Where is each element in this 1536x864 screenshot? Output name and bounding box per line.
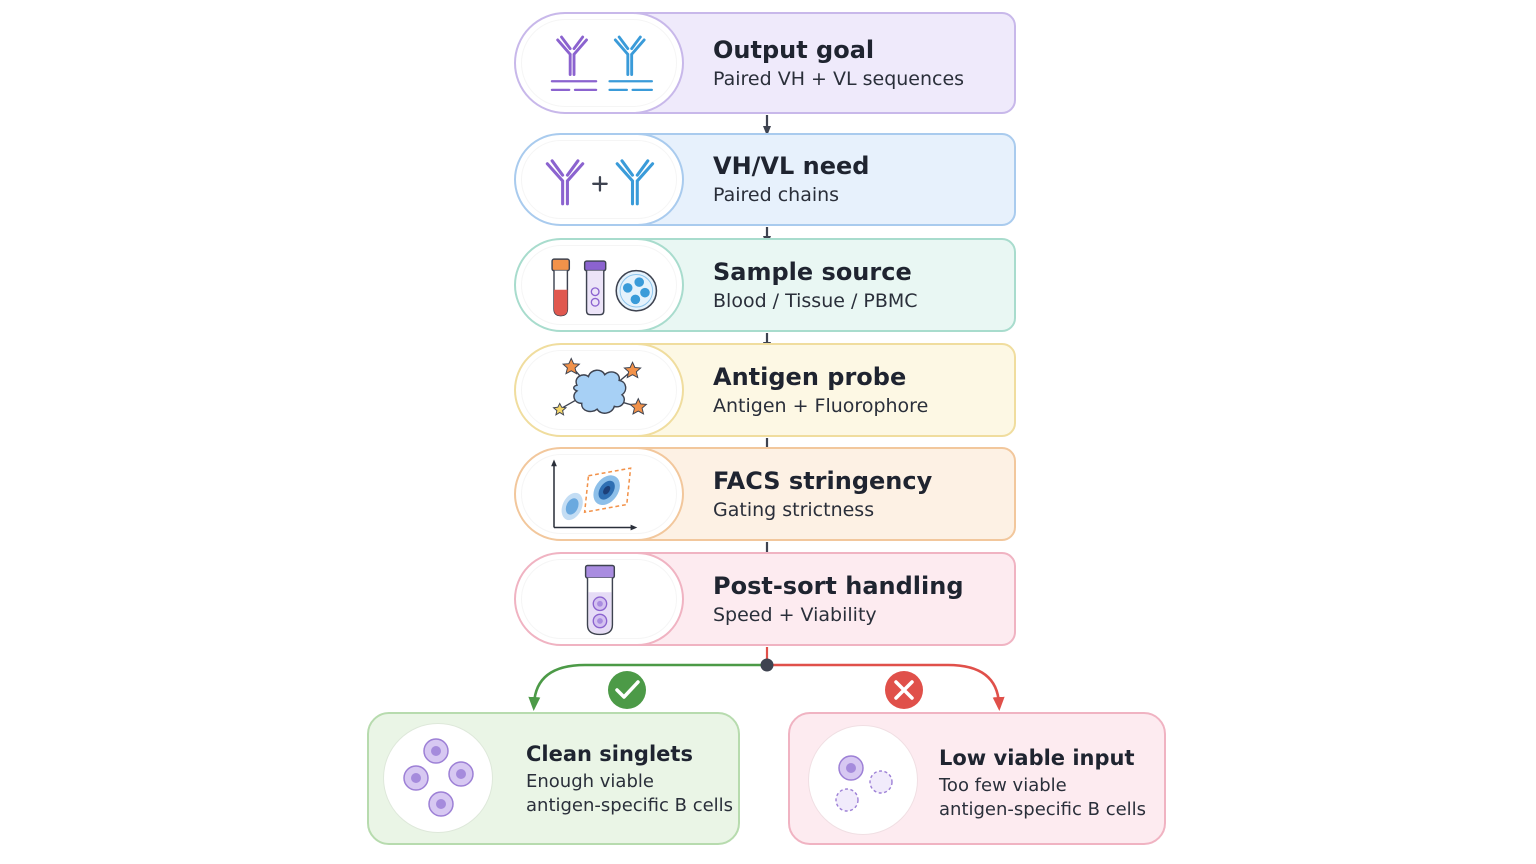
step-subtitle: Speed + Viability bbox=[713, 603, 877, 626]
step-subtitle: Blood / Tissue / PBMC bbox=[713, 289, 918, 312]
step-band bbox=[624, 552, 1016, 646]
outcome-title: Low viable input bbox=[939, 746, 1135, 770]
step-title: Post-sort handling bbox=[713, 571, 964, 600]
step-icon-pill bbox=[514, 238, 684, 332]
step-title: Output goal bbox=[713, 35, 875, 64]
antibody-pair-sequence-icon bbox=[550, 35, 653, 92]
outcome-low-viable-input: Low viable input Too few viable antigen-… bbox=[788, 712, 1166, 845]
outcome-line-1: Enough viable bbox=[526, 771, 654, 792]
facs-gate-plot-icon bbox=[551, 459, 638, 531]
outcome-icon-disc bbox=[809, 726, 917, 834]
step-band bbox=[624, 238, 1016, 332]
step-icon-pill bbox=[514, 343, 684, 437]
branch-arrow-bad bbox=[768, 663, 1005, 711]
outcome-line-1: Too few viable bbox=[939, 775, 1067, 796]
sample-tubes-icon bbox=[551, 258, 658, 317]
step-subtitle: Gating strictness bbox=[713, 498, 875, 521]
outcome-icon-disc bbox=[384, 724, 492, 832]
outcome-line-2: antigen-specific B cells bbox=[939, 799, 1147, 820]
step-post-sort-handling: Post-sort handling Speed + Viability bbox=[514, 552, 1016, 646]
step-icon-pill bbox=[514, 12, 684, 114]
step-title: Antigen probe bbox=[713, 362, 907, 391]
step-title: FACS stringency bbox=[713, 466, 933, 495]
step-subtitle: Antigen + Fluorophore bbox=[713, 394, 929, 417]
cross-icon bbox=[885, 671, 923, 709]
step-icon-pill bbox=[514, 552, 684, 646]
outcome-line-2: antigen-specific B cells bbox=[526, 795, 734, 816]
step-band bbox=[624, 343, 1016, 437]
step-band bbox=[624, 447, 1016, 541]
viable-cells-icon bbox=[403, 738, 474, 817]
step-facs-stringency: FACS stringency Gating strictness bbox=[514, 447, 1016, 541]
antigen-fluorophore-icon bbox=[552, 357, 648, 416]
step-antigen-probe: Antigen probe Antigen + Fluorophore bbox=[514, 343, 1016, 437]
step-band bbox=[624, 133, 1016, 226]
outcome-title: Clean singlets bbox=[526, 742, 693, 766]
step-title: VH/VL need bbox=[713, 152, 870, 180]
branch-arrow-good bbox=[528, 663, 766, 711]
step-output-goal: Output goal Paired VH + VL sequences bbox=[514, 12, 1016, 114]
step-icon-pill bbox=[514, 133, 684, 226]
check-icon bbox=[608, 671, 646, 709]
step-vh-vl-need: VH/VL need Paired chains bbox=[514, 133, 1016, 226]
antibody-plus-antibody-icon bbox=[545, 159, 655, 206]
step-sample-source: Sample source Blood / Tissue / PBMC bbox=[514, 238, 1016, 332]
outcome-clean-singlets: Clean singlets Enough viable antigen-spe… bbox=[367, 712, 740, 845]
step-subtitle: Paired chains bbox=[713, 184, 840, 206]
cell-tube-icon bbox=[584, 564, 616, 636]
branch-node bbox=[760, 658, 774, 672]
step-band bbox=[624, 12, 1016, 114]
step-icon-pill bbox=[514, 447, 684, 541]
step-title: Sample source bbox=[713, 257, 912, 286]
step-subtitle: Paired VH + VL sequences bbox=[713, 67, 965, 90]
sparse-cells-icon bbox=[835, 755, 893, 812]
